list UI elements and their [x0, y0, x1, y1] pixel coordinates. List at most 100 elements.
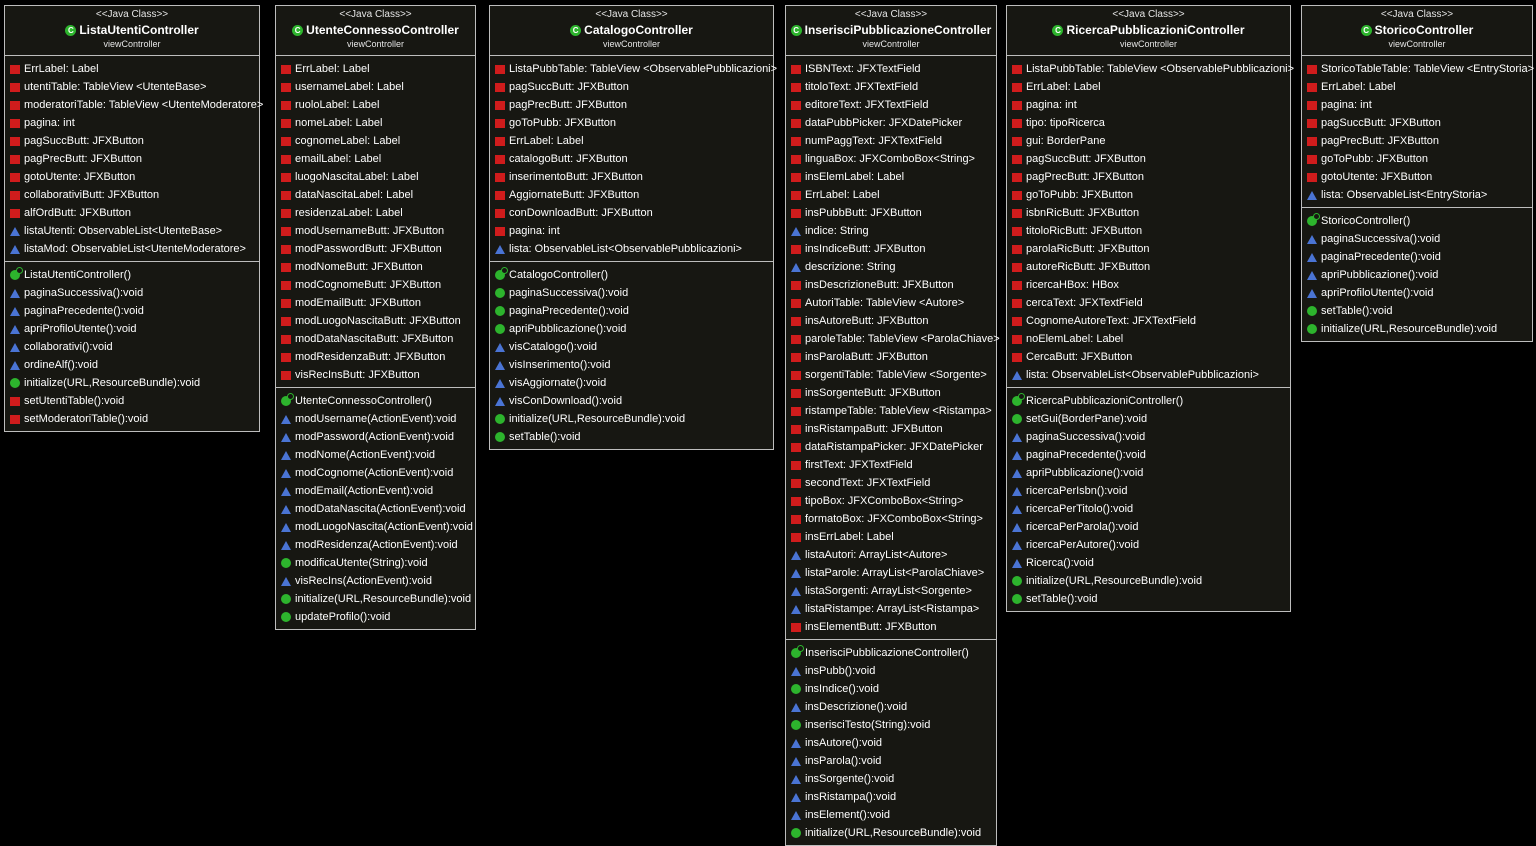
- attribute-row[interactable]: listaRistampe: ArrayList<Ristampa>: [786, 600, 996, 618]
- method-row[interactable]: modCognome(ActionEvent):void: [276, 464, 475, 482]
- method-row[interactable]: UtenteConnessoController(): [276, 392, 475, 410]
- attribute-row[interactable]: listaUtenti: ObservableList<UtenteBase>: [5, 222, 259, 240]
- method-row[interactable]: ricercaPerParola():void: [1007, 518, 1290, 536]
- method-row[interactable]: modEmail(ActionEvent):void: [276, 482, 475, 500]
- attribute-row[interactable]: utentiTable: TableView <UtenteBase>: [5, 78, 259, 96]
- attribute-row[interactable]: pagina: int: [5, 114, 259, 132]
- method-row[interactable]: setTable():void: [1302, 302, 1532, 320]
- attribute-row[interactable]: editoreText: JFXTextField: [786, 96, 996, 114]
- class-name[interactable]: InserisciPubblicazioneController: [804, 23, 992, 37]
- method-row[interactable]: visInserimento():void: [490, 356, 773, 374]
- method-row[interactable]: modUsername(ActionEvent):void: [276, 410, 475, 428]
- method-row[interactable]: setModeratoriTable():void: [5, 410, 259, 428]
- method-row[interactable]: RicercaPubblicazioniController(): [1007, 392, 1290, 410]
- attribute-row[interactable]: emailLabel: Label: [276, 150, 475, 168]
- attribute-row[interactable]: pagSuccButt: JFXButton: [5, 132, 259, 150]
- method-row[interactable]: insDescrizione():void: [786, 698, 996, 716]
- attribute-row[interactable]: pagPrecButt: JFXButton: [1007, 168, 1290, 186]
- attribute-row[interactable]: pagina: int: [1302, 96, 1532, 114]
- attribute-row[interactable]: conDownloadButt: JFXButton: [490, 204, 773, 222]
- attribute-row[interactable]: ErrLabel: Label: [490, 132, 773, 150]
- attribute-row[interactable]: ErrLabel: Label: [5, 60, 259, 78]
- attribute-row[interactable]: autoreRicButt: JFXButton: [1007, 258, 1290, 276]
- attribute-row[interactable]: titoloRicButt: JFXButton: [1007, 222, 1290, 240]
- attribute-row[interactable]: goToPubb: JFXButton: [490, 114, 773, 132]
- attribute-row[interactable]: listaMod: ObservableList<UtenteModerator…: [5, 240, 259, 258]
- attribute-row[interactable]: listaParole: ArrayList<ParolaChiave>: [786, 564, 996, 582]
- attribute-row[interactable]: ErrLabel: Label: [1007, 78, 1290, 96]
- attribute-row[interactable]: moderatoriTable: TableView <UtenteModera…: [5, 96, 263, 114]
- attribute-row[interactable]: dataNascitaLabel: Label: [276, 186, 475, 204]
- method-row[interactable]: ricercaPerTitolo():void: [1007, 500, 1290, 518]
- attribute-row[interactable]: residenzaLabel: Label: [276, 204, 475, 222]
- method-row[interactable]: visAggiornate():void: [490, 374, 773, 392]
- attribute-row[interactable]: CercaButt: JFXButton: [1007, 348, 1290, 366]
- attribute-row[interactable]: dataPubbPicker: JFXDatePicker: [786, 114, 996, 132]
- method-row[interactable]: Ricerca():void: [1007, 554, 1290, 572]
- attribute-row[interactable]: cognomeLabel: Label: [276, 132, 475, 150]
- method-row[interactable]: insPubb():void: [786, 662, 996, 680]
- method-row[interactable]: collaborativi():void: [5, 338, 259, 356]
- class-name[interactable]: CatalogoController: [584, 23, 693, 37]
- attribute-row[interactable]: ristampeTable: TableView <Ristampa>: [786, 402, 996, 420]
- attribute-row[interactable]: gotoUtente: JFXButton: [1302, 168, 1532, 186]
- attribute-row[interactable]: collaborativiButt: JFXButton: [5, 186, 259, 204]
- attribute-row[interactable]: insAutoreButt: JFXButton: [786, 312, 996, 330]
- attribute-row[interactable]: insElementButt: JFXButton: [786, 618, 996, 636]
- method-row[interactable]: setGui(BorderPane):void: [1007, 410, 1290, 428]
- attribute-row[interactable]: numPaggText: JFXTextField: [786, 132, 996, 150]
- method-row[interactable]: insRistampa():void: [786, 788, 996, 806]
- attribute-row[interactable]: descrizione: String: [786, 258, 996, 276]
- attribute-row[interactable]: paroleTable: TableView <ParolaChiave>: [786, 330, 1000, 348]
- method-row[interactable]: paginaSuccessiva():void: [1302, 230, 1532, 248]
- method-row[interactable]: paginaSuccessiva():void: [1007, 428, 1290, 446]
- method-row[interactable]: inserisciTesto(String):void: [786, 716, 996, 734]
- attribute-row[interactable]: indice: String: [786, 222, 996, 240]
- method-row[interactable]: modificaUtente(String):void: [276, 554, 475, 572]
- method-row[interactable]: ListaUtentiController(): [5, 266, 259, 284]
- attribute-row[interactable]: modNomeButt: JFXButton: [276, 258, 475, 276]
- attribute-row[interactable]: ruoloLabel: Label: [276, 96, 475, 114]
- method-row[interactable]: InserisciPubblicazioneController(): [786, 644, 996, 662]
- method-row[interactable]: apriProfiloUtente():void: [1302, 284, 1532, 302]
- method-row[interactable]: StoricoController(): [1302, 212, 1532, 230]
- method-row[interactable]: insIndice():void: [786, 680, 996, 698]
- attribute-row[interactable]: AggiornateButt: JFXButton: [490, 186, 773, 204]
- attribute-row[interactable]: insIndiceButt: JFXButton: [786, 240, 996, 258]
- attribute-row[interactable]: ISBNText: JFXTextField: [786, 60, 996, 78]
- attribute-row[interactable]: pagPrecButt: JFXButton: [1302, 132, 1532, 150]
- attribute-row[interactable]: titoloText: JFXTextField: [786, 78, 996, 96]
- method-row[interactable]: insAutore():void: [786, 734, 996, 752]
- attribute-row[interactable]: insDescrizioneButt: JFXButton: [786, 276, 996, 294]
- attribute-row[interactable]: tipo: tipoRicerca: [1007, 114, 1290, 132]
- method-row[interactable]: paginaPrecedente():void: [490, 302, 773, 320]
- method-row[interactable]: visCatalogo():void: [490, 338, 773, 356]
- attribute-row[interactable]: formatoBox: JFXComboBox<String>: [786, 510, 996, 528]
- method-row[interactable]: setTable():void: [1007, 590, 1290, 608]
- attribute-row[interactable]: StoricoTableTable: TableView <EntryStori…: [1302, 60, 1534, 78]
- attribute-row[interactable]: luogoNascitaLabel: Label: [276, 168, 475, 186]
- attribute-row[interactable]: insErrLabel: Label: [786, 528, 996, 546]
- attribute-row[interactable]: isbnRicButt: JFXButton: [1007, 204, 1290, 222]
- method-row[interactable]: ricercaPerIsbn():void: [1007, 482, 1290, 500]
- attribute-row[interactable]: linguaBox: JFXComboBox<String>: [786, 150, 996, 168]
- attribute-row[interactable]: firstText: JFXTextField: [786, 456, 996, 474]
- attribute-row[interactable]: modPasswordButt: JFXButton: [276, 240, 475, 258]
- attribute-row[interactable]: nomeLabel: Label: [276, 114, 475, 132]
- attribute-row[interactable]: listaAutori: ArrayList<Autore>: [786, 546, 996, 564]
- method-row[interactable]: apriPubblicazione():void: [1302, 266, 1532, 284]
- attribute-row[interactable]: insSorgenteButt: JFXButton: [786, 384, 996, 402]
- method-row[interactable]: initialize(URL,ResourceBundle):void: [276, 590, 475, 608]
- attribute-row[interactable]: pagSuccButt: JFXButton: [1302, 114, 1532, 132]
- attribute-row[interactable]: noElemLabel: Label: [1007, 330, 1290, 348]
- attribute-row[interactable]: lista: ObservableList<ObservablePubblica…: [490, 240, 773, 258]
- method-row[interactable]: ricercaPerAutore():void: [1007, 536, 1290, 554]
- attribute-row[interactable]: ErrLabel: Label: [276, 60, 475, 78]
- method-row[interactable]: initialize(URL,ResourceBundle):void: [5, 374, 259, 392]
- attribute-row[interactable]: gui: BorderPane: [1007, 132, 1290, 150]
- attribute-row[interactable]: inserimentoButt: JFXButton: [490, 168, 773, 186]
